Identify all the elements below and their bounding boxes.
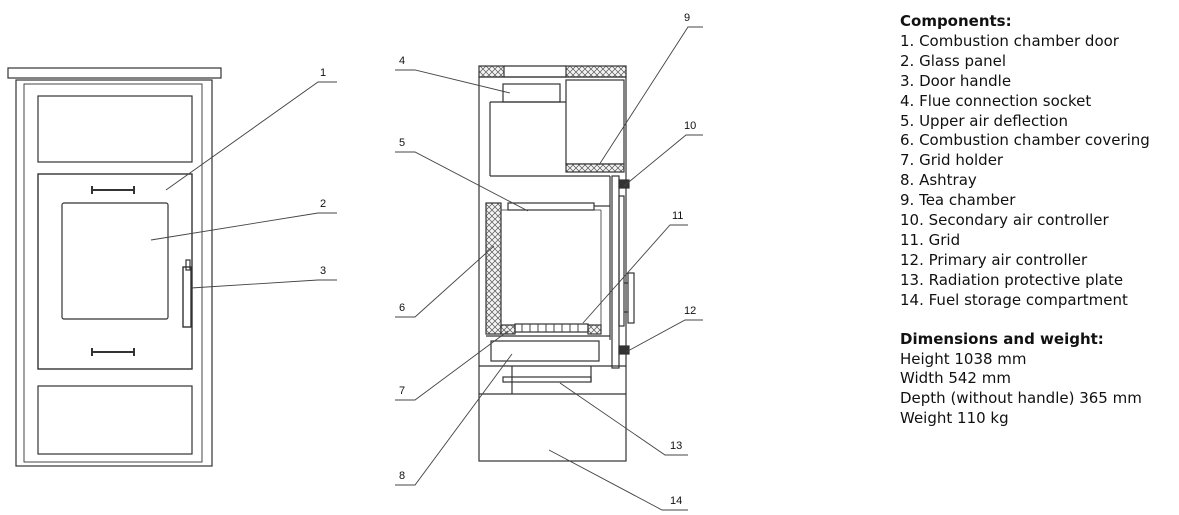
door-top-handle: [91, 186, 135, 194]
component-item-11: 11. Grid: [900, 230, 961, 249]
section-door: [611, 175, 620, 369]
combustion-chamber-door: [37, 173, 193, 370]
callout-4: 4: [399, 55, 405, 67]
section-top-insulation-right: [565, 65, 627, 78]
grid-bars: [521, 324, 579, 332]
leader-12: [625, 319, 703, 353]
combustion-chamber-covering: [485, 202, 502, 335]
tea-chamber: [565, 79, 625, 165]
component-item-12: 12. Primary air controller: [900, 250, 1088, 269]
dimension-height: Height 1038 mm: [900, 349, 1027, 368]
secondary-air-controller: [618, 179, 630, 189]
stove-diagram: 1 2 3 4 5 6 7 8 9 10 11 12 13 14: [7, 12, 703, 511]
leader-2: [150, 212, 337, 241]
components-heading: Components:: [900, 12, 1012, 30]
callout-11: 11: [672, 210, 683, 222]
callout-5: 5: [399, 137, 405, 149]
door-handle-pivot: [185, 259, 191, 271]
front-view: [7, 67, 222, 467]
component-item-7: 7. Grid holder: [900, 151, 1004, 170]
leader-10: [623, 134, 703, 187]
callout-numbers: 1 2 3 4 5 6 7 8 9 10 11 12 13 14: [320, 12, 696, 507]
grid-holder-right: [587, 324, 602, 335]
callout-14: 14: [670, 495, 682, 507]
section-door-glass: [618, 195, 625, 327]
upper-air-deflection: [507, 202, 595, 211]
primary-air-controller: [618, 345, 630, 355]
dimension-weight: Weight 110 kg: [900, 409, 1009, 428]
leader-1: [165, 81, 337, 191]
leader-5: [395, 151, 529, 212]
leader-13: [559, 382, 688, 456]
grid: [514, 323, 589, 333]
callout-13: 13: [670, 440, 682, 452]
leader-7: [395, 330, 509, 401]
front-lower-panel: [37, 385, 193, 455]
component-item-4: 4. Flue connection socket: [900, 91, 1092, 110]
component-item-14: 14. Fuel storage compartment: [900, 290, 1128, 309]
callout-12: 12: [684, 305, 696, 317]
legend-spacer: [900, 311, 1175, 330]
leader-9: [598, 26, 703, 166]
legend: Components: 1. Combustion chamber door 2…: [900, 12, 1175, 429]
component-item-1: 1. Combustion chamber door: [900, 31, 1119, 50]
tea-chamber-insulation: [565, 163, 625, 173]
leader-8: [395, 353, 513, 486]
component-item-5: 5. Upper air deflection: [900, 111, 1068, 130]
section-door-handle: [627, 272, 635, 324]
component-item-13: 13. Radiation protective plate: [900, 270, 1124, 289]
leader-6: [395, 245, 495, 318]
leader-14: [548, 449, 688, 511]
component-item-6: 6. Combustion chamber covering: [900, 131, 1150, 150]
component-item-9: 9. Tea chamber: [900, 191, 1016, 210]
section-top-insulation-left: [478, 65, 505, 78]
callout-6: 6: [399, 302, 405, 314]
section-body: [478, 76, 627, 462]
door-bottom-handle: [91, 348, 135, 356]
component-item-2: 2. Glass panel: [900, 51, 1007, 70]
section-view: [478, 65, 635, 462]
door-handle: [182, 266, 192, 328]
callout-7: 7: [399, 385, 405, 397]
front-body: [15, 79, 213, 467]
callout-1: 1: [320, 67, 326, 79]
flue-connection-socket: [502, 83, 561, 103]
component-item-8: 8. Ashtray: [900, 171, 977, 190]
callout-8: 8: [399, 470, 405, 482]
callout-9: 9: [684, 12, 690, 24]
leader-4: [395, 69, 511, 94]
front-frame: [23, 83, 203, 463]
ashtray: [490, 340, 600, 362]
glass-panel: [61, 202, 169, 320]
callout-3: 3: [320, 265, 326, 277]
leader-lines: [150, 26, 703, 511]
leader-3: [190, 279, 337, 289]
callout-10: 10: [684, 120, 696, 132]
dimensions-heading: Dimensions and weight:: [900, 329, 1104, 348]
callout-2: 2: [320, 198, 326, 210]
component-item-10: 10. Secondary air controller: [900, 211, 1109, 230]
grid-holder: [500, 324, 516, 335]
radiation-protective-plate: [502, 376, 592, 383]
leader-11: [582, 224, 688, 324]
front-upper-panel: [37, 95, 193, 163]
component-item-3: 3. Door handle: [900, 71, 1012, 90]
dimension-depth: Depth (without handle) 365 mm: [900, 389, 1142, 408]
front-top-plate: [7, 67, 222, 79]
dimension-width: Width 542 mm: [900, 369, 1011, 388]
